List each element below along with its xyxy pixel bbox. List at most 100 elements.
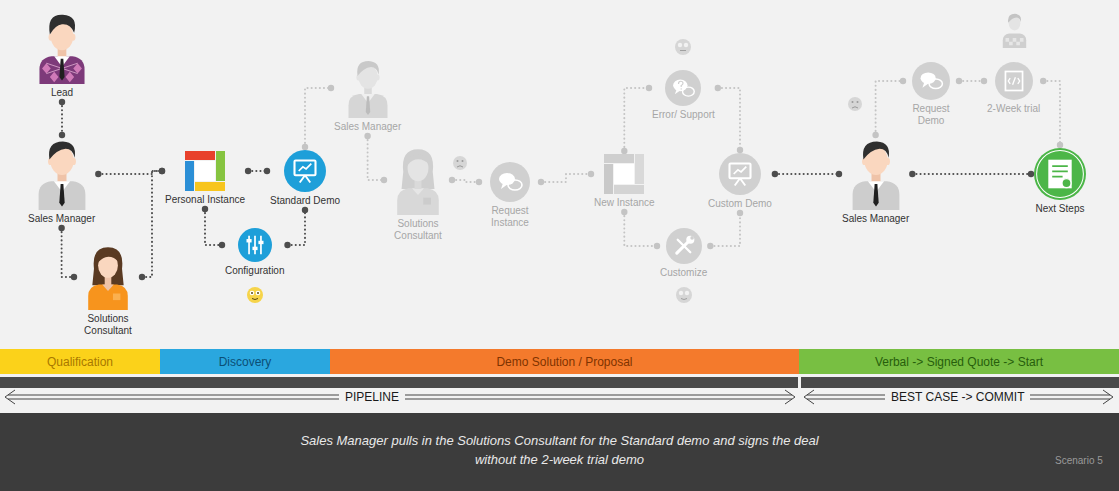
node-label: Configuration: [225, 265, 284, 277]
eye: [679, 291, 683, 295]
icon-path: [49, 142, 75, 160]
icon-ellipse: [674, 79, 688, 91]
step-node: Personal Instance: [165, 151, 245, 206]
icon-rect: [185, 151, 215, 160]
node-label: Next Steps: [1036, 203, 1085, 215]
step-icon: [666, 228, 702, 264]
icon-rect: [113, 294, 120, 301]
stage-arrow-label: PIPELINE: [339, 389, 405, 405]
icon-circle: [686, 236, 694, 244]
eye: [457, 160, 459, 162]
icon-path: [734, 167, 747, 174]
icon-path: [412, 188, 424, 195]
node-label: Lead: [51, 87, 73, 99]
icon-circle: [665, 70, 701, 106]
icon-path: [735, 178, 746, 185]
face: [676, 287, 692, 303]
icon-circle: [719, 153, 761, 195]
icon-rect: [1005, 72, 1022, 91]
icon-circle: [1037, 151, 1084, 198]
step-icon: [490, 162, 530, 202]
scenario-tag: Scenario 5: [1055, 455, 1103, 467]
step-node: Customize: [660, 228, 707, 279]
node-label: Sales Manager: [28, 213, 95, 225]
arrow-head: [804, 390, 814, 404]
dotted-connector: [142, 171, 162, 277]
node-label: Customize: [660, 267, 707, 279]
step-node: Request Demo: [906, 62, 956, 127]
step-node: New Instance: [594, 154, 655, 209]
icon-path: [873, 184, 878, 207]
step-icon: [604, 154, 644, 194]
step-icon: [343, 58, 393, 118]
icon-path: [59, 59, 64, 81]
icon-path: [49, 15, 75, 35]
small-person: [1003, 14, 1026, 48]
double-arrow: [5, 390, 1113, 404]
icon-rect: [258, 241, 263, 244]
icon-rect: [216, 151, 225, 181]
mouth: [457, 166, 463, 167]
icon-rect: [195, 182, 225, 191]
stage-strip: [801, 377, 1119, 388]
body: [1003, 34, 1026, 48]
step-node: 2-Week trial: [987, 62, 1040, 115]
stage-band: Qualification: [0, 349, 160, 374]
eye: [256, 291, 261, 296]
icon-circle: [1062, 179, 1071, 188]
step-node: Standard Demo: [270, 150, 340, 207]
node-label: 2-Week trial: [987, 103, 1040, 115]
icon-path: [675, 89, 681, 94]
pupil: [251, 292, 253, 294]
eye: [857, 101, 859, 103]
step-node: Error/ Support: [652, 70, 715, 121]
icon-rect: [195, 161, 215, 181]
dotted-connector: [624, 88, 649, 151]
dotted-connector: [205, 209, 222, 245]
step-icon: [719, 153, 761, 195]
icon-rect: [604, 164, 613, 194]
person-node: Solutions Consultant: [77, 244, 139, 337]
dotted-connector: [288, 210, 306, 245]
step-node: Next Steps: [1034, 148, 1086, 215]
icon-path: [38, 181, 85, 210]
dotted-connector: [541, 174, 591, 182]
icon-rect: [295, 161, 316, 176]
band-label: Verbal -> Signed Quote -> Start: [875, 355, 1043, 369]
stage-band: Verbal -> Signed Quote -> Start: [799, 349, 1119, 374]
icon-circle: [681, 88, 682, 89]
step-icon: [665, 70, 701, 106]
mouth: [252, 299, 258, 300]
smiley-face: [676, 287, 692, 303]
band-label: Discovery: [219, 355, 272, 369]
stage-band: Discovery: [160, 349, 330, 374]
dotted-connector: [368, 136, 384, 180]
stage-strip: [0, 377, 798, 388]
dotted-connector: [876, 81, 903, 135]
step-icon: [81, 244, 135, 310]
caption-text: Sales Manager pulls in the Solutions Con…: [0, 431, 1119, 469]
caption-bar: [0, 413, 1119, 491]
face: [675, 39, 691, 55]
person-node: Solutions Consultant: [387, 145, 449, 242]
icon-circle: [238, 228, 272, 262]
icon-rect: [1048, 160, 1071, 189]
icon-path: [300, 175, 311, 182]
smiley-face: [848, 97, 862, 111]
dotted-connector: [248, 170, 267, 172]
step-icon: [847, 138, 905, 210]
step-node: Request Instance: [482, 162, 538, 229]
step-icon: [392, 145, 444, 215]
icon-circle: [490, 162, 530, 202]
face: [848, 97, 862, 111]
node-label: Solutions Consultant: [387, 218, 449, 242]
dotted-connector: [452, 180, 479, 182]
node-label: Sales Manager: [334, 121, 401, 133]
dotted-connector: [959, 80, 984, 82]
pupil: [257, 292, 259, 294]
dotted-connector: [1043, 81, 1060, 145]
node-label: Solutions Consultant: [77, 313, 139, 337]
step-icon: [238, 228, 272, 262]
